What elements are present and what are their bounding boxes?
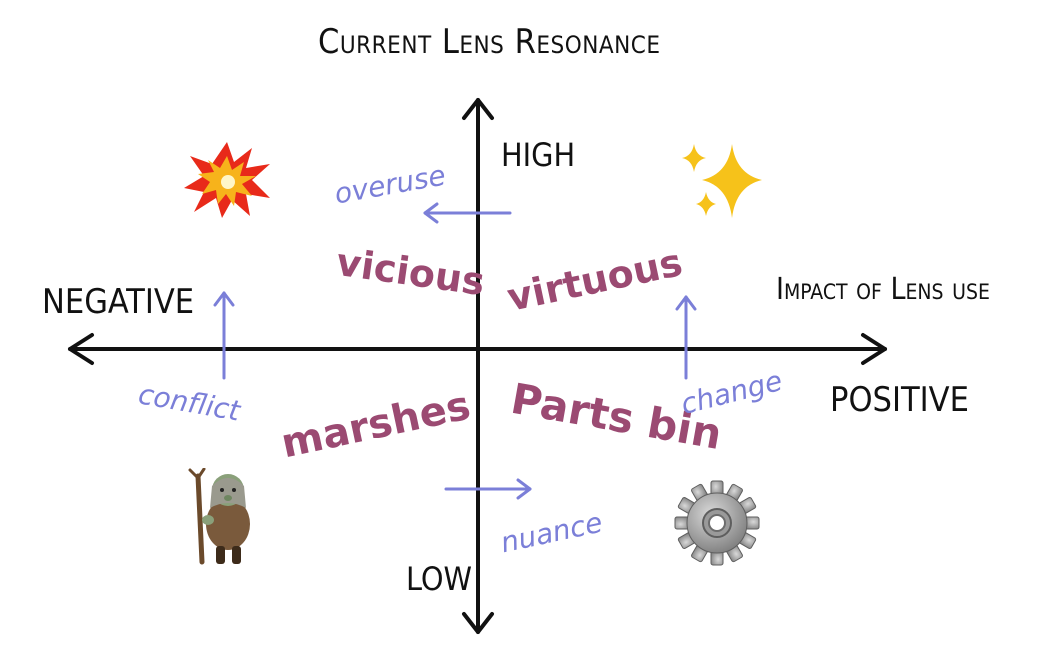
- conflict-arrow: [213, 291, 235, 380]
- nuance-arrow: [444, 478, 532, 500]
- x-axis-title: Impact of Lens use: [776, 272, 990, 307]
- pole-high: HIGH: [501, 136, 576, 174]
- troll-icon: [188, 468, 250, 565]
- axis-arrowhead-up: [462, 98, 494, 120]
- change-arrow: [675, 295, 697, 380]
- axis-arrowhead-left: [68, 333, 94, 365]
- pole-negative: NEGATIVE: [42, 282, 195, 322]
- axis-arrowhead-right: [861, 333, 887, 365]
- gear-icon: [674, 480, 760, 566]
- pole-low: LOW: [406, 560, 473, 598]
- vertical-axis: [462, 98, 494, 634]
- y-axis-title: Current Lens Resonance: [318, 22, 661, 62]
- pole-positive: POSITIVE: [830, 380, 969, 420]
- overuse-arrow: [423, 202, 512, 224]
- explosion-icon: [184, 142, 270, 218]
- sparkles-icon: [682, 144, 762, 218]
- axis-arrowhead-down: [462, 612, 494, 634]
